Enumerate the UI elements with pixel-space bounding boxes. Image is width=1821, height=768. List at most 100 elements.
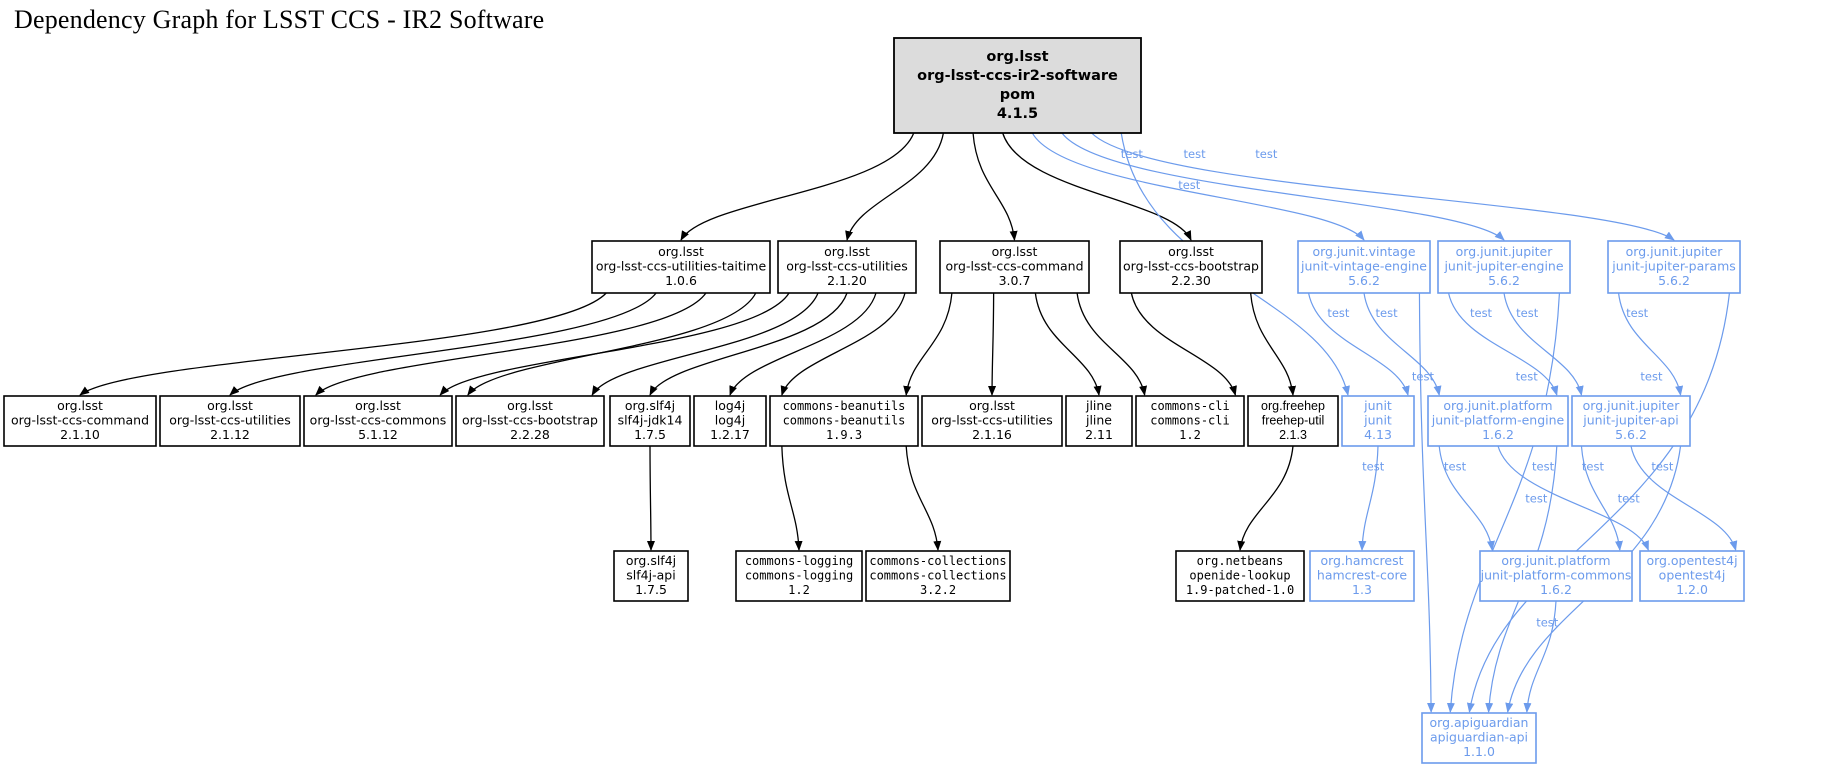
graph-edge-utilities-2120-to-log4j: [729, 292, 877, 396]
graph-edge-freehep-util-to-openide-lookup: [1237, 445, 1294, 551]
node-text-line: 1.2: [1179, 428, 1201, 442]
graph-node-commons-collections[interactable]: commons-collectionscommons-collections3.…: [865, 550, 1011, 602]
node-box: [865, 550, 1011, 602]
graph-node-platform-engine[interactable]: org.junit.platformjunit-platform-engine1…: [1427, 395, 1569, 447]
graph-edge-utilities-2120-to-commons-beanutils: [780, 292, 906, 396]
graph-edge-jupiter-engine-to-apiguardian: [1446, 292, 1561, 713]
graph-node-utilities-taitime[interactable]: org.lsstorg-lsst-ccs-utilities-taitime1.…: [591, 240, 771, 294]
node-text-line: org-lsst-ccs-bootstrap: [1123, 259, 1259, 274]
node-box: [159, 395, 301, 447]
node-text-line: 2.1.10: [60, 427, 100, 442]
graph-edge-utilities-2120-to-slf4j-jdk14: [649, 292, 848, 396]
node-text-line: org.slf4j: [625, 398, 675, 413]
graph-edge-jupiter-api-to-opentest4j: [1630, 445, 1738, 551]
node-box: [613, 550, 689, 602]
edge-label-scope: test: [1532, 459, 1555, 473]
edge-label-scope: test: [1376, 306, 1399, 320]
edge-label-scope: test: [1582, 459, 1605, 473]
node-text-line: org.apiguardian: [1430, 715, 1529, 730]
node-text-line: 5.6.2: [1488, 273, 1520, 288]
node-text-line: junit-platform-commons: [1480, 568, 1632, 583]
node-text-line: junit: [1363, 398, 1392, 413]
node-text-line: opentest4j: [1659, 568, 1726, 583]
graph-node-openide-lookup[interactable]: org.netbeansopenide-lookup1.9-patched-1.…: [1175, 550, 1305, 602]
graph-edge-utilities-taitime-to-commons-5112: [315, 292, 707, 396]
graph-edge-root-to-vintage-engine: [1031, 132, 1365, 241]
node-text-line: org.junit.jupiter: [1583, 398, 1681, 413]
node-text-line: log4j: [715, 413, 745, 428]
graph-edge-root-to-utilities-taitime: [680, 132, 915, 241]
graph-node-jupiter-params[interactable]: org.junit.jupiterjunit-jupiter-params5.6…: [1607, 240, 1741, 294]
node-text-line: 2.2.28: [510, 427, 550, 442]
node-text-line: log4j: [715, 398, 745, 413]
node-text-line: slf4j-jdk14: [618, 413, 683, 428]
graph-node-platform-commons[interactable]: org.junit.platformjunit-platform-commons…: [1479, 550, 1633, 602]
edge-label-scope: test: [1444, 459, 1467, 473]
edge-label-scope: test: [1536, 616, 1559, 630]
node-text-line: jline: [1085, 398, 1112, 413]
node-text-line: org-lsst-ccs-utilities: [786, 259, 908, 274]
node-text-line: org.slf4j: [626, 553, 676, 568]
graph-edge-bootstrap-2230-to-freehep-util: [1249, 292, 1296, 396]
node-layer: org.lsstorg-lsst-ccs-ir2-softwarepom4.1.…: [3, 37, 1745, 764]
node-box: [1421, 712, 1537, 764]
graph-edge-utilities-taitime-to-utilities-2112: [229, 292, 657, 396]
graph-edge-slf4j-jdk14-to-slf4j-api: [646, 445, 655, 551]
node-text-line: org.lsst: [207, 398, 253, 413]
node-text-line: commons-collections: [869, 569, 1006, 583]
edge-label-scope: test: [1640, 369, 1663, 383]
graph-node-root[interactable]: org.lsstorg-lsst-ccs-ir2-softwarepom4.1.…: [893, 37, 1142, 134]
node-text-line: commons-logging: [745, 554, 853, 568]
graph-edge-jupiter-engine-to-jupiter-api: [1503, 292, 1584, 396]
graph-node-jupiter-engine[interactable]: org.junit.jupiterjunit-jupiter-engine5.6…: [1437, 240, 1571, 294]
node-box: [1571, 395, 1691, 447]
graph-edge-root-to-utilities-2120: [845, 132, 945, 241]
node-text-line: org.netbeans: [1197, 554, 1284, 568]
edge-label-scope: test: [1362, 459, 1385, 473]
node-text-line: 1.3: [1352, 582, 1372, 597]
node-text-line: 2.1.20: [827, 273, 867, 288]
node-box: [1175, 550, 1305, 602]
graph-edge-vintage-engine-to-apiguardian: [1418, 292, 1436, 713]
graph-edge-root-to-jupiter-engine: [1061, 132, 1505, 241]
edge-label-scope: test: [1626, 306, 1649, 320]
graph-edge-jupiter-api-to-platform-commons: [1580, 445, 1623, 551]
node-text-line: 2.1.3: [1279, 428, 1307, 442]
node-text-line: apiguardian-api: [1430, 730, 1528, 745]
node-text-line: jline: [1085, 413, 1112, 428]
node-text-line: junit-platform-engine: [1431, 413, 1565, 428]
edge-label-scope: test: [1412, 369, 1435, 383]
node-text-line: org.junit.platform: [1443, 398, 1552, 413]
node-text-line: 2.1.12: [210, 427, 250, 442]
node-box: [693, 395, 767, 447]
node-text-line: org.lsst: [824, 244, 870, 259]
node-text-line: 2.2.30: [1171, 273, 1211, 288]
node-text-line: 1.2: [788, 583, 810, 597]
node-text-line: org.junit.jupiter: [1456, 244, 1554, 259]
graph-edge-root-to-jupiter-params: [1091, 132, 1675, 241]
graph-node-vintage-engine[interactable]: org.junit.vintagejunit-vintage-engine5.6…: [1297, 240, 1431, 294]
node-text-line: org-lsst-ccs-utilities-taitime: [596, 259, 767, 274]
